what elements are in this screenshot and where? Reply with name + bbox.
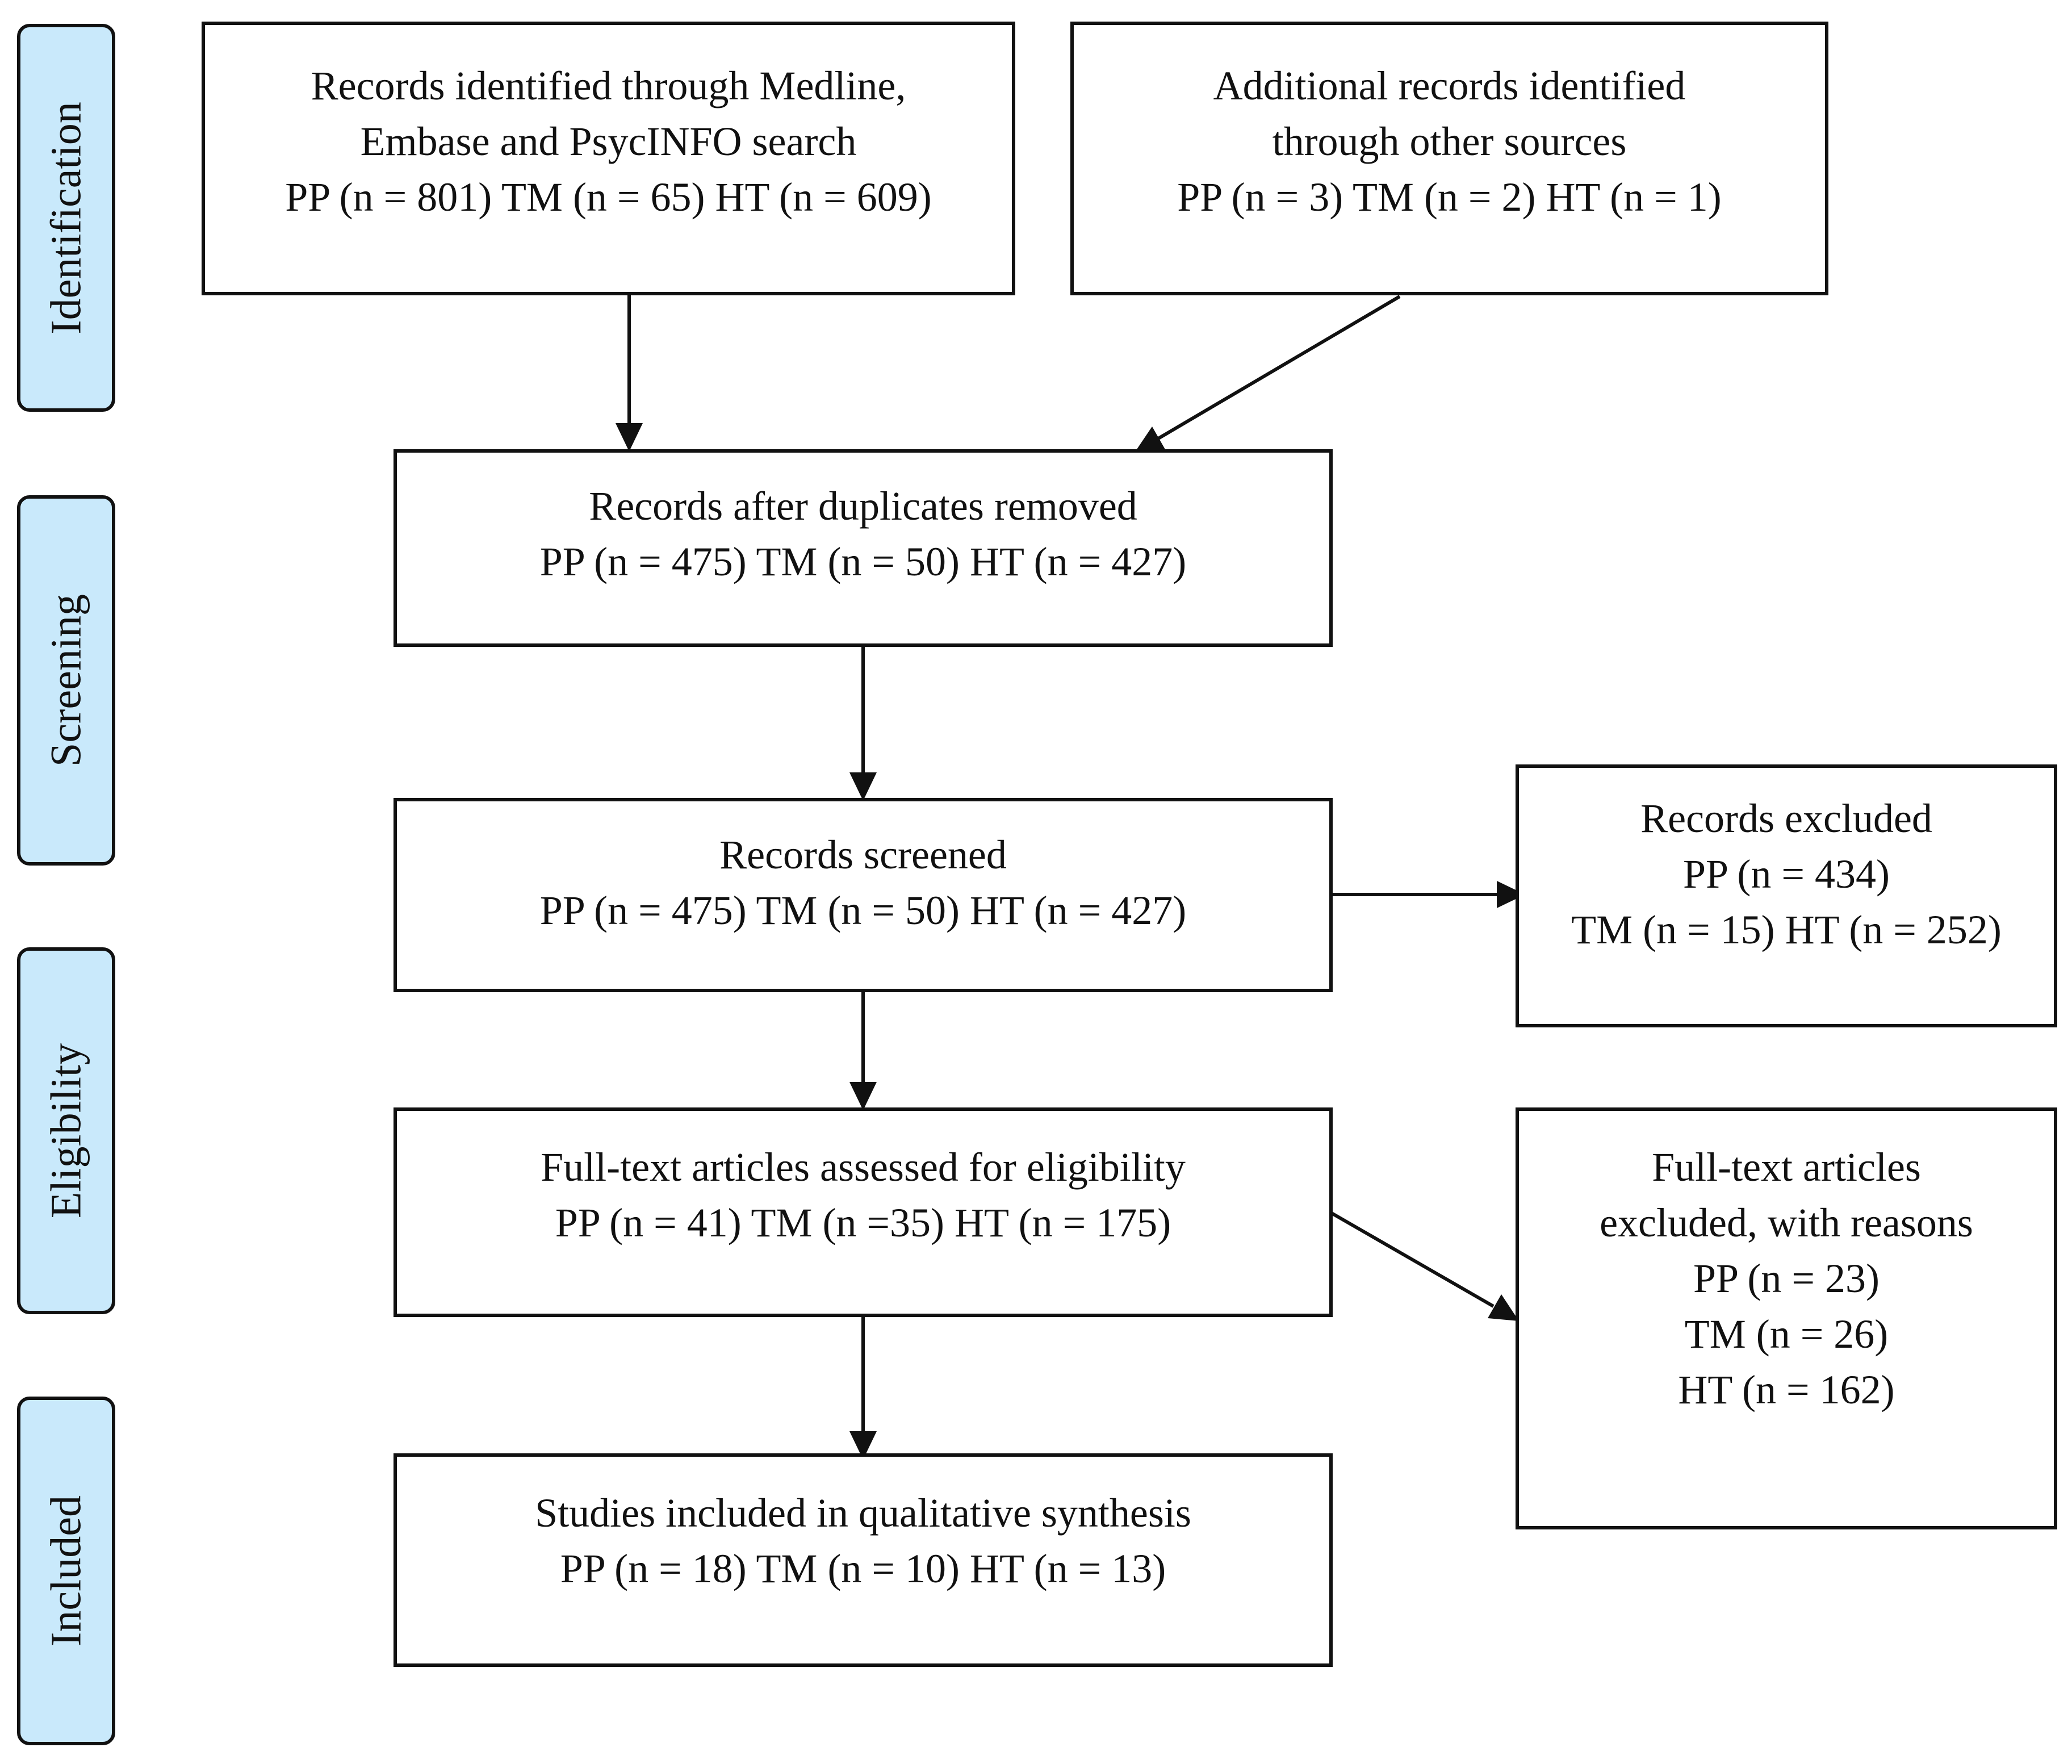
fulltext-assessed-line1: Full-text articles assessed for eligibil… (541, 1144, 1186, 1190)
fulltext-assessed-box: Full-text articles assessed for eligibil… (394, 1107, 1333, 1317)
stage-eligibility-label: Eligibility (42, 1043, 90, 1219)
after-duplicates-counts: PP (n = 475) TM (n = 50) HT (n = 427) (539, 539, 1187, 584)
records-screened-counts: PP (n = 475) TM (n = 50) HT (n = 427) (539, 888, 1187, 933)
stage-included: Included (17, 1397, 115, 1745)
fulltext-excluded-box: Full-text articles excluded, with reason… (1516, 1107, 2057, 1529)
records-screened-box: Records screened PP (n = 475) TM (n = 50… (394, 798, 1333, 992)
records-excluded-box: Records excluded PP (n = 434) TM (n = 15… (1516, 764, 2057, 1027)
fulltext-excluded-line2: excluded, with reasons (1600, 1200, 1973, 1245)
arrowhead-1 (616, 423, 643, 452)
additional-records-line2: through other sources (1272, 119, 1627, 164)
stage-screening-label: Screening (42, 594, 90, 767)
records-screened-line1: Records screened (719, 832, 1007, 877)
fulltext-excluded-line1: Full-text articles (1652, 1144, 1921, 1190)
additional-records-line1: Additional records identified (1213, 63, 1686, 108)
records-identified-counts: PP (n = 801) TM (n = 65) HT (n = 609) (285, 174, 932, 220)
stage-screening: Screening (17, 495, 115, 866)
additional-records-counts: PP (n = 3) TM (n = 2) HT (n = 1) (1177, 174, 1722, 220)
after-duplicates-box: Records after duplicates removed PP (n =… (394, 449, 1333, 647)
records-identified-line1: Records identified through Medline, (311, 63, 906, 108)
records-excluded-tm-ht: TM (n = 15) HT (n = 252) (1571, 907, 2002, 952)
records-excluded-pp: PP (n = 434) (1683, 851, 1890, 897)
records-excluded-line1: Records excluded (1640, 796, 1932, 841)
arrowhead-7 (849, 1431, 877, 1460)
fulltext-assessed-counts: PP (n = 41) TM (n =35) HT (n = 175) (555, 1200, 1171, 1245)
arrow-additional-to-duplicates (1157, 295, 1401, 440)
fulltext-excluded-pp: PP (n = 23) (1693, 1256, 1880, 1301)
studies-included-line1: Studies included in qualitative synthesi… (535, 1490, 1191, 1536)
arrowhead-3 (849, 772, 877, 801)
stage-included-label: Included (42, 1495, 90, 1646)
arrowhead-4 (1497, 881, 1525, 908)
records-identified-line2: Embase and PsycINFO search (360, 119, 857, 164)
additional-records-box: Additional records identified through ot… (1070, 22, 1828, 295)
arrow-fulltext-to-excluded-reasons (1330, 1211, 1495, 1308)
stage-identification-label: Identification (42, 101, 90, 335)
arrowhead-5 (849, 1082, 877, 1110)
arrowhead-6 (1488, 1294, 1519, 1321)
fulltext-excluded-ht: HT (n = 162) (1678, 1367, 1895, 1412)
after-duplicates-line1: Records after duplicates removed (589, 483, 1137, 529)
studies-included-counts: PP (n = 18) TM (n = 10) HT (n = 13) (560, 1546, 1166, 1591)
stage-identification: Identification (17, 24, 115, 412)
arrowhead-2 (1135, 427, 1166, 453)
records-identified-box: Records identified through Medline, Emba… (202, 22, 1015, 295)
studies-included-box: Studies included in qualitative synthesi… (394, 1453, 1333, 1667)
stage-eligibility: Eligibility (17, 947, 115, 1314)
fulltext-excluded-tm: TM (n = 26) (1684, 1311, 1889, 1357)
